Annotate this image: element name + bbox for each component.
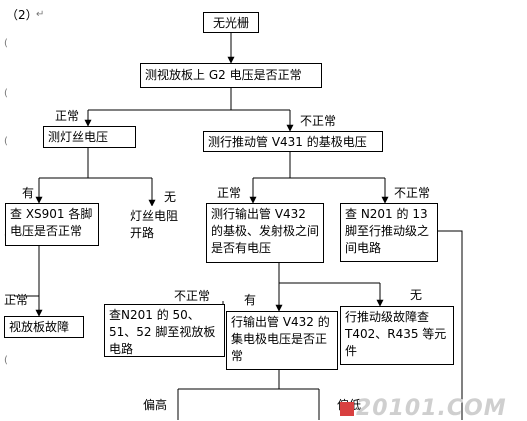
edge-label-high: 偏高 <box>143 398 168 412</box>
side-mark: ( <box>4 355 8 366</box>
edge-label-abnormal: 不正常 <box>300 114 337 128</box>
node-check-g2-voltage: 测视放板上 G2 电压是否正常 <box>140 63 322 88</box>
edge-label-abnormal: 不正常 <box>394 186 431 200</box>
node-check-xs901: 查 XS901 各脚电压是否正常 <box>5 203 99 246</box>
node-filament-open: 灯丝电阻开路 <box>126 206 184 246</box>
node-video-board-fault: 视放板故障 <box>4 316 84 338</box>
edge-label-normal: 正常 <box>4 293 29 307</box>
edge-label-abnormal: 不正常 <box>174 289 211 303</box>
edge-label-yes: 有 <box>22 186 35 200</box>
node-driver-stage-fault: 行推动级故障查 T402、R435 等元件 <box>340 306 454 365</box>
heading: （2） <box>6 8 38 22</box>
node-check-n201-pins-50-52: 查N201 的 50、51、52 脚至视放板电路 <box>104 304 225 357</box>
node-no-raster: 无光栅 <box>203 12 259 33</box>
watermark-logo: 20101.COM <box>340 396 507 421</box>
edge-label-normal: 正常 <box>217 186 242 200</box>
side-mark: ( <box>4 136 8 147</box>
watermark-text: 20101.COM <box>356 396 507 421</box>
side-mark: ( <box>4 88 8 99</box>
node-v432-collector-voltage: 行输出管 V432 的集电极电压是否正常 <box>226 311 338 370</box>
edge-n8-right <box>438 230 463 420</box>
paragraph-mark: ↵ <box>36 9 45 20</box>
edge-label-normal: 正常 <box>55 109 80 123</box>
edge-label-no: 无 <box>164 190 177 204</box>
node-measure-v432-be: 测行输出管 V432 的基极、发射极之间是否有电压 <box>206 203 324 263</box>
side-mark: ( <box>4 38 8 49</box>
edge-label-yes: 有 <box>244 293 257 307</box>
seal-icon <box>340 402 354 416</box>
edge-label-no: 无 <box>410 288 423 302</box>
node-check-n201-pin13: 查 N201 的 13 脚至行推动级之间电路 <box>340 203 438 262</box>
node-measure-v431-base: 测行推动管 V431 的基极电压 <box>203 131 383 152</box>
node-measure-filament-voltage: 测灯丝电压 <box>43 126 136 148</box>
